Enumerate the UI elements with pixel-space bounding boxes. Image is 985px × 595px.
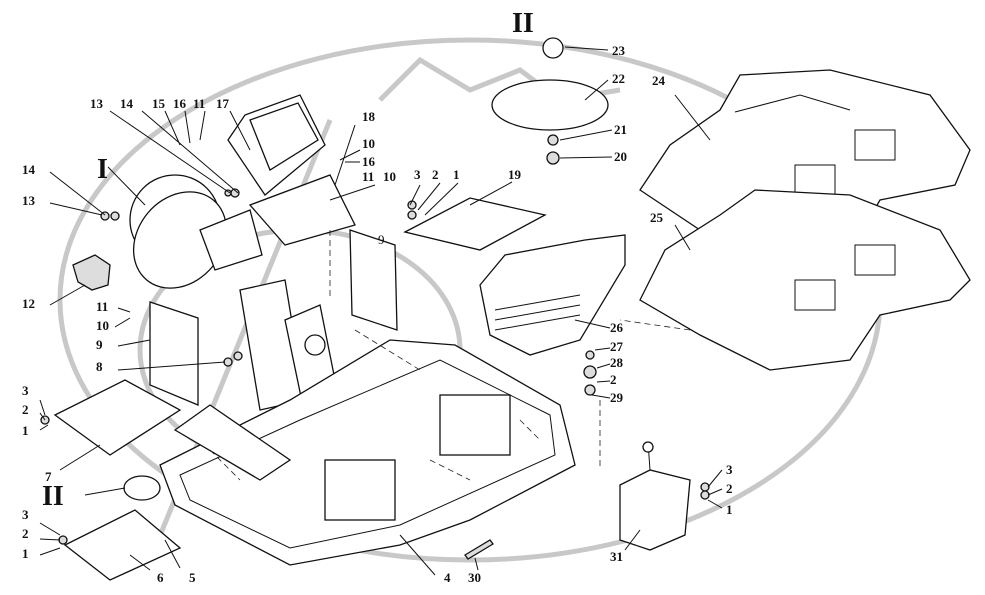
callout: 21 <box>614 122 627 137</box>
callout: 19 <box>508 167 522 182</box>
plate-22 <box>491 79 609 131</box>
callout: 26 <box>610 320 624 335</box>
callout: 14 <box>22 162 36 177</box>
steering-wheel <box>132 191 228 289</box>
callout: 2 <box>610 372 617 387</box>
callout: 11 <box>193 96 205 111</box>
callout: 13 <box>22 193 36 208</box>
callout: 13 <box>90 96 104 111</box>
callout: 1 <box>453 167 460 182</box>
callout: 30 <box>468 570 481 585</box>
callout: 14 <box>120 96 134 111</box>
callout: 20 <box>614 149 627 164</box>
callout: 7 <box>45 469 52 484</box>
callout: 29 <box>610 390 624 405</box>
callout: 17 <box>216 96 230 111</box>
callout: 3 <box>22 507 29 522</box>
callout: 2 <box>726 481 733 496</box>
panel-7 <box>53 379 182 456</box>
callout: 22 <box>612 71 625 86</box>
panel-19 <box>403 197 547 251</box>
bracket <box>324 459 396 521</box>
cap-II <box>123 475 161 501</box>
view-label-II-bottom: II <box>42 481 64 512</box>
callout: 9 <box>378 232 385 247</box>
callout: 10 <box>96 318 109 333</box>
callout: 15 <box>152 96 166 111</box>
callout: 1 <box>22 546 29 561</box>
callout: 18 <box>362 109 376 124</box>
dashboard-18 <box>248 174 356 246</box>
seat-26 <box>479 234 626 356</box>
callout: 24 <box>652 73 666 88</box>
callout: 4 <box>444 570 451 585</box>
callout: 3 <box>22 383 29 398</box>
panel-9-right <box>349 229 398 331</box>
callout: 11 <box>96 299 108 314</box>
box-31 <box>619 469 691 551</box>
callout: 10 <box>383 169 396 184</box>
callout: 25 <box>650 210 664 225</box>
callout: 16 <box>173 96 187 111</box>
callout: 9 <box>96 337 103 352</box>
callout: 10 <box>362 136 375 151</box>
callout: 16 <box>362 154 376 169</box>
callout: 8 <box>96 359 103 374</box>
view-label-II-top: II <box>512 8 534 39</box>
callout: 11 <box>362 169 374 184</box>
callout: 2 <box>22 526 29 541</box>
callout: 3 <box>414 167 421 182</box>
callout: 23 <box>612 43 626 58</box>
strip-30 <box>464 539 494 560</box>
callout: 27 <box>610 339 624 354</box>
callout: 3 <box>726 462 733 477</box>
callout: 31 <box>610 549 623 564</box>
callout: 5 <box>189 570 196 585</box>
fasteners <box>40 188 710 545</box>
callout: 1 <box>22 423 29 438</box>
panel-9-left <box>149 301 199 406</box>
pump-12 <box>72 254 111 291</box>
callouts: 23 22 24 21 20 18 10 16 13 14 15 16 11 1… <box>22 43 733 585</box>
callout: 2 <box>22 402 29 417</box>
callout: 12 <box>22 296 35 311</box>
callout: 28 <box>610 355 624 370</box>
callout: 2 <box>432 167 439 182</box>
callout: 6 <box>157 570 164 585</box>
view-label-I: I <box>97 154 108 185</box>
panel-6 <box>63 509 182 581</box>
callout: 1 <box>726 502 733 517</box>
knob-23 <box>542 37 564 59</box>
